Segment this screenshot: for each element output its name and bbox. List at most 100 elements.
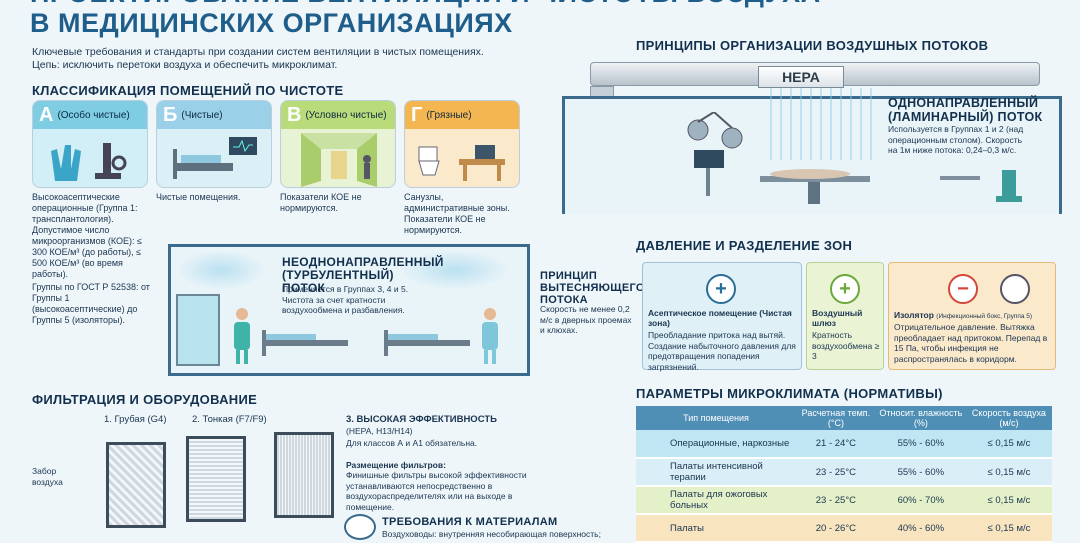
col-speed: Скорость воздуха (м/с): [965, 406, 1052, 430]
class-a-desc: Высокоасептические операционные (Группа …: [32, 192, 142, 279]
laminar-desc: Используется в Группах 1 и 2 (над операц…: [888, 124, 1024, 155]
chair-icon: [940, 170, 1030, 215]
class-v-letter: В: [287, 103, 302, 126]
class-card-b: Б(Чистые): [156, 100, 272, 188]
stage3-label: 3. Высокая эффективность: [346, 414, 497, 425]
title-line-1: Проектирование вентиляции и чистоты возд…: [30, 0, 821, 8]
monitor-icon: [690, 150, 730, 205]
class-g-letter: Г: [411, 103, 423, 126]
row-speed: ≤ 0,15 м/с: [965, 486, 1052, 515]
pressure-gauge-icon: [1000, 274, 1030, 304]
row-temp: 21 - 24°C: [796, 430, 876, 459]
minus-icon: −: [948, 274, 978, 304]
placement-title: Размещение фильтров:: [346, 460, 446, 470]
intro-text: Ключевые требования и стандарты при созд…: [32, 46, 592, 72]
turbulent-airflow-left: [176, 250, 266, 290]
gost-note: Группы по ГОСТ Р 52538: от Группы 1 (выс…: [32, 282, 150, 325]
operating-table-icon: [760, 166, 880, 211]
class-b-letter: Б: [163, 103, 178, 126]
isolator-sub: (Инфекционный бокс, Группа 5): [936, 313, 1033, 320]
plus-icon-green: +: [830, 274, 860, 304]
materials-heading: Требования к материалам: [382, 516, 558, 528]
turbulent-desc: Применяется в Группах 3, 4 и 5. Чистота …: [282, 284, 409, 315]
class-b-label: (Чистые): [181, 109, 223, 121]
row-type: Операционные, наркозные: [636, 430, 796, 459]
pressure-heading: Давление и разделение зон: [636, 238, 853, 253]
isolator-desc: Отрицательное давление. Вытяжка преоблад…: [894, 322, 1048, 364]
row-temp: 23 - 25°C: [796, 486, 876, 515]
displacement-desc: Скорость не менее 0,2 м/с в дверных прое…: [540, 304, 632, 335]
hepa-label: HEPA: [758, 66, 844, 88]
col-temp: Расчетная темп. (°C): [796, 406, 876, 430]
class-g-header: Г(Грязные): [405, 101, 519, 129]
turbulent-title: Неоднонаправленный (турбулентный) поток: [282, 255, 444, 295]
row-humidity: 40% - 60%: [875, 514, 966, 543]
class-b-header: Б(Чистые): [157, 101, 271, 129]
filtration-heading: Фильтрация и оборудование: [32, 392, 258, 407]
microclimate-heading: Параметры микроклимата (нормативы): [636, 386, 943, 401]
airflow-heading: Принципы организации воздушных потоков: [636, 38, 989, 53]
stage1-label: 1. Грубая (G4): [104, 414, 167, 425]
turbulent-airflow-right: [400, 250, 510, 290]
corridor-icon: [281, 129, 395, 187]
surgical-lamp-icon: [684, 111, 764, 157]
gloves-icon: [33, 129, 147, 187]
class-v-desc: Показатели КОЕ не нормируются.: [280, 192, 362, 213]
intro-line-1: Ключевые требования и стандарты при созд…: [32, 46, 484, 58]
class-g-desc: Санузлы, административные зоны. Показате…: [404, 192, 510, 235]
table-row: Палаты интенсивной терапии 23 - 25°C 55%…: [636, 458, 1052, 487]
class-card-g: Г(Грязные): [404, 100, 520, 188]
table-row: Палаты 20 - 26°C 40% - 60% ≤ 0,15 м/с: [636, 514, 1052, 543]
stage2-label: 2. Тонкая (F7/F9): [192, 414, 267, 425]
isolator-title: Изолятор: [894, 310, 934, 320]
airlock-desc: Кратность воздухообмена ≥ 3: [812, 330, 880, 361]
row-speed: ≤ 0,15 м/с: [965, 430, 1052, 459]
microclimate-table: Тип помещения Расчетная темп. (°C) Относ…: [636, 406, 1052, 543]
ward-bed-icon-2: [384, 330, 474, 365]
hepa-filter-icon: [274, 432, 334, 518]
row-type: Палаты для ожоговых больных: [636, 486, 796, 515]
class-card-a: А(Особо чистые): [32, 100, 148, 188]
classification-heading: Классификация помещений по чистоте: [32, 83, 344, 98]
airlock-card: [806, 262, 884, 370]
class-v-label: (Условно чистые): [305, 109, 387, 121]
row-humidity: 55% - 60%: [875, 458, 966, 487]
class-g-label: (Грязные): [426, 109, 472, 121]
title-line-2: в медицинских организациях: [30, 8, 513, 38]
row-type: Палаты интенсивной терапии: [636, 458, 796, 487]
air-intake-label: Забор воздуха: [32, 466, 63, 487]
stage3-note: Для классов А и А1 обязательна.: [346, 438, 478, 448]
intro-line-2: Цепь: исключить перетоки воздуха и обесп…: [32, 59, 338, 71]
hospital-bed-icon: [157, 129, 271, 187]
aseptic-title: Асептическое помещение (Чистая зона): [648, 308, 792, 328]
nurse-icon: [230, 306, 254, 371]
table-row: Палаты для ожоговых больных 23 - 25°C 60…: [636, 486, 1052, 515]
class-a-label: (Особо чистые): [57, 109, 130, 121]
isolator-heading: Изолятор (Инфекционный бокс, Группа 5): [894, 310, 1054, 322]
stage3-sub: (НЕРА, Н13/Н14): [346, 426, 413, 436]
col-humidity: Относит. влажность (%): [875, 406, 966, 430]
laminar-title: Однонаправленный (ламинарный) поток: [888, 96, 1043, 124]
doctor-icon: [478, 306, 502, 371]
row-type: Палаты: [636, 514, 796, 543]
row-temp: 23 - 25°C: [796, 458, 876, 487]
displacement-title: Принцип вытесняющего потока: [540, 270, 645, 306]
coarse-filter-icon: [106, 442, 166, 528]
class-v-header: В(Условно чистые): [281, 101, 395, 129]
row-humidity: 60% - 70%: [875, 486, 966, 515]
row-temp: 20 - 26°C: [796, 514, 876, 543]
col-type: Тип помещения: [636, 406, 796, 430]
fine-filter-icon: [186, 436, 246, 522]
plus-icon: +: [706, 274, 736, 304]
toilet-desk-icon: [405, 129, 519, 187]
table-row: Операционные, наркозные 21 - 24°C 55% - …: [636, 430, 1052, 459]
materials-desc: Воздуховоды: внутренняя несобирающая пов…: [382, 529, 601, 539]
aseptic-desc: Преобладание притока над вытяй. Создание…: [648, 330, 796, 372]
page-title: Проектирование вентиляции и чистоты возд…: [30, 0, 821, 38]
airlock-title: Воздушный шлюз: [812, 308, 863, 328]
ward-bed-icon-1: [262, 330, 352, 365]
laminar-airflow: [770, 88, 878, 160]
class-b-desc: Чистые помещения.: [156, 192, 241, 202]
row-speed: ≤ 0,15 м/с: [965, 514, 1052, 543]
placement-desc: Финишные фильтры высокой эффективности у…: [346, 470, 527, 512]
